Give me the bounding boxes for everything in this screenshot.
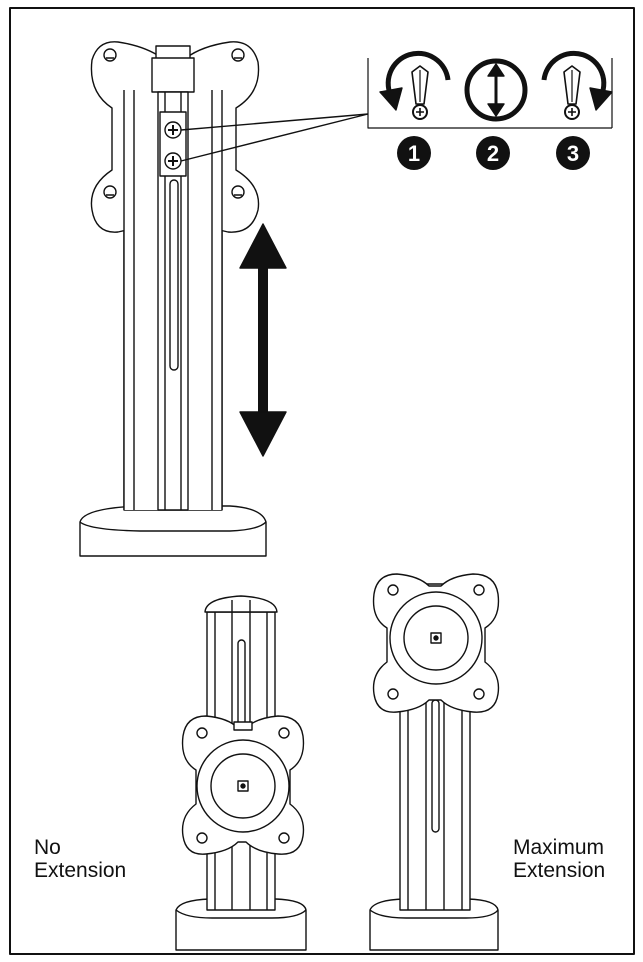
label-maximum-extension: Maximum Extension [513, 836, 606, 882]
stand-no-extension [175, 595, 307, 951]
adjustment-steps-callout: 1 2 3 [367, 50, 613, 170]
height-adjust-arrow [239, 223, 287, 457]
step-number-2: 2 [487, 141, 499, 166]
callout-leader-line [180, 113, 369, 162]
step-number-3: 3 [567, 141, 579, 166]
step-badge-1: 1 [397, 136, 431, 170]
rotate-clockwise-screw-icon [541, 50, 613, 120]
height-adjust-carriage [151, 45, 195, 511]
step-number-1: 1 [408, 141, 420, 166]
callout-leader-line [180, 113, 369, 131]
label-no-extension: No Extension [34, 836, 127, 882]
stand-base [79, 505, 267, 557]
large-monitor-stand [79, 41, 369, 557]
rotate-counterclockwise-screw-icon [379, 50, 451, 120]
up-down-adjust-icon [464, 58, 528, 122]
locking-screw-upper [164, 121, 182, 139]
step-badge-3: 3 [556, 136, 590, 170]
step-badge-2: 2 [476, 136, 510, 170]
locking-screw-lower [164, 152, 182, 170]
stand-maximum-extension [369, 573, 500, 951]
page-frame [9, 7, 635, 955]
